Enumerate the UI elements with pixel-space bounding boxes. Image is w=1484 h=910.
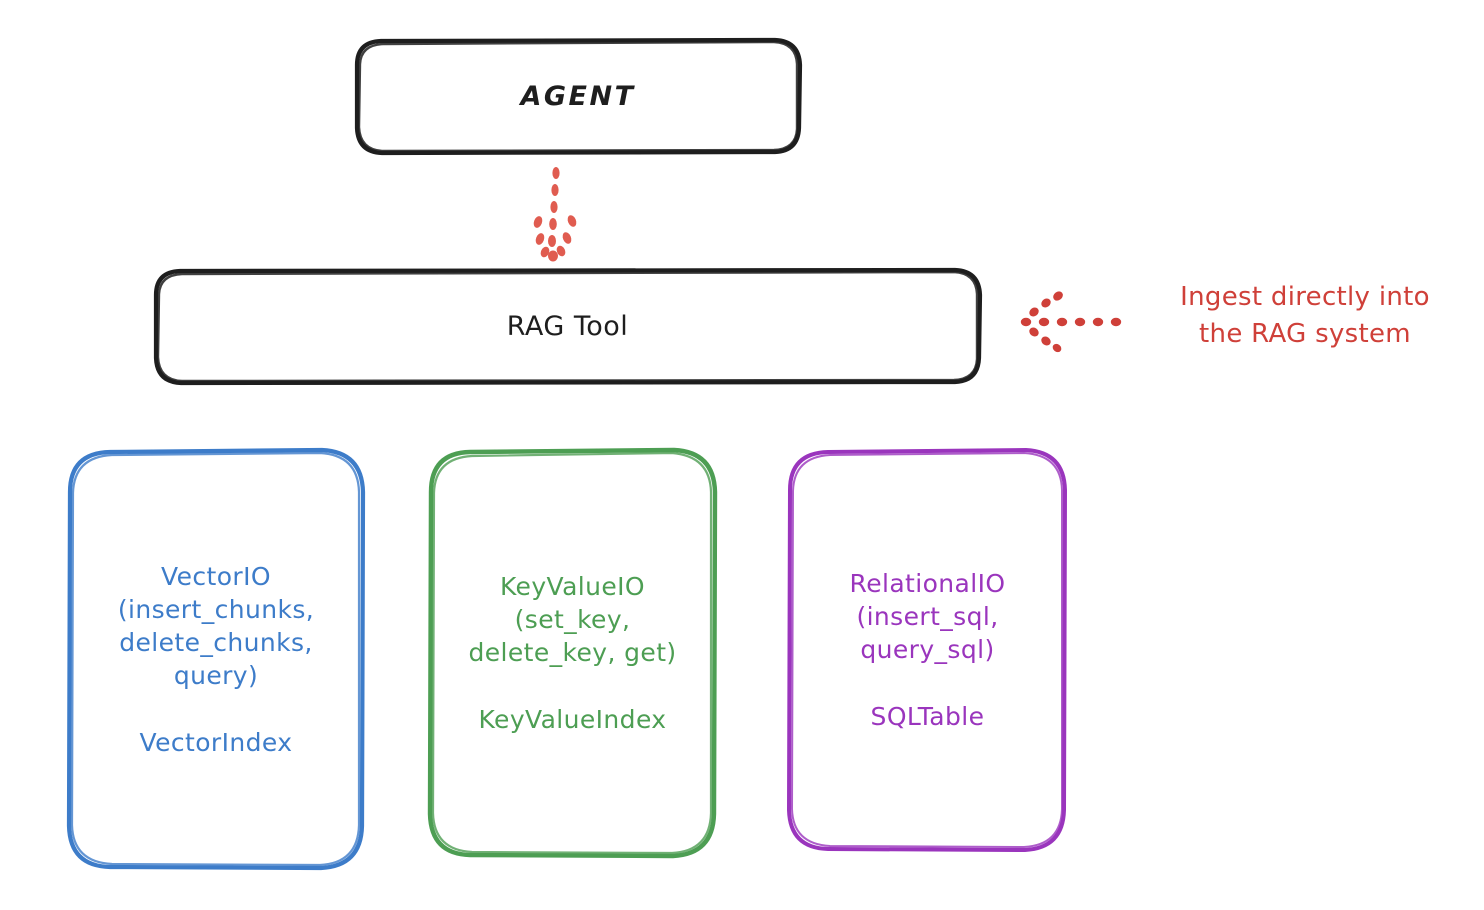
node-rag-tool-label: RAG Tool xyxy=(506,310,629,342)
node-key-value-io[interactable]: KeyValueIO (set_key, delete_key, get) Ke… xyxy=(430,450,715,856)
node-vector-io[interactable]: VectorIO (insert_chunks, delete_chunks, … xyxy=(68,450,364,868)
dotted-arrow-left-icon xyxy=(1020,291,1122,353)
node-relational-io-label: RelationalIO (insert_sql, query_sql) xyxy=(849,569,1006,664)
annotation-ingest-directly: Ingest directly into the RAG system xyxy=(1180,282,1430,349)
node-relational-io-secondary-label: SQLTable xyxy=(870,702,985,731)
node-key-value-io-label: KeyValueIO (set_key, delete_key, get) xyxy=(468,572,677,667)
node-vector-io-label: VectorIO (insert_chunks, delete_chunks, … xyxy=(117,561,315,690)
node-rag-tool[interactable]: RAG Tool xyxy=(155,270,980,383)
node-vector-io-secondary-label: VectorIndex xyxy=(139,727,293,757)
node-agent-label: AGENT xyxy=(520,80,636,112)
dotted-arrow-down-icon xyxy=(533,167,577,262)
node-key-value-io-secondary-label: KeyValueIndex xyxy=(478,705,667,734)
node-relational-io[interactable]: RelationalIO (insert_sql, query_sql) SQL… xyxy=(790,450,1065,850)
node-agent[interactable]: AGENT xyxy=(356,40,800,153)
